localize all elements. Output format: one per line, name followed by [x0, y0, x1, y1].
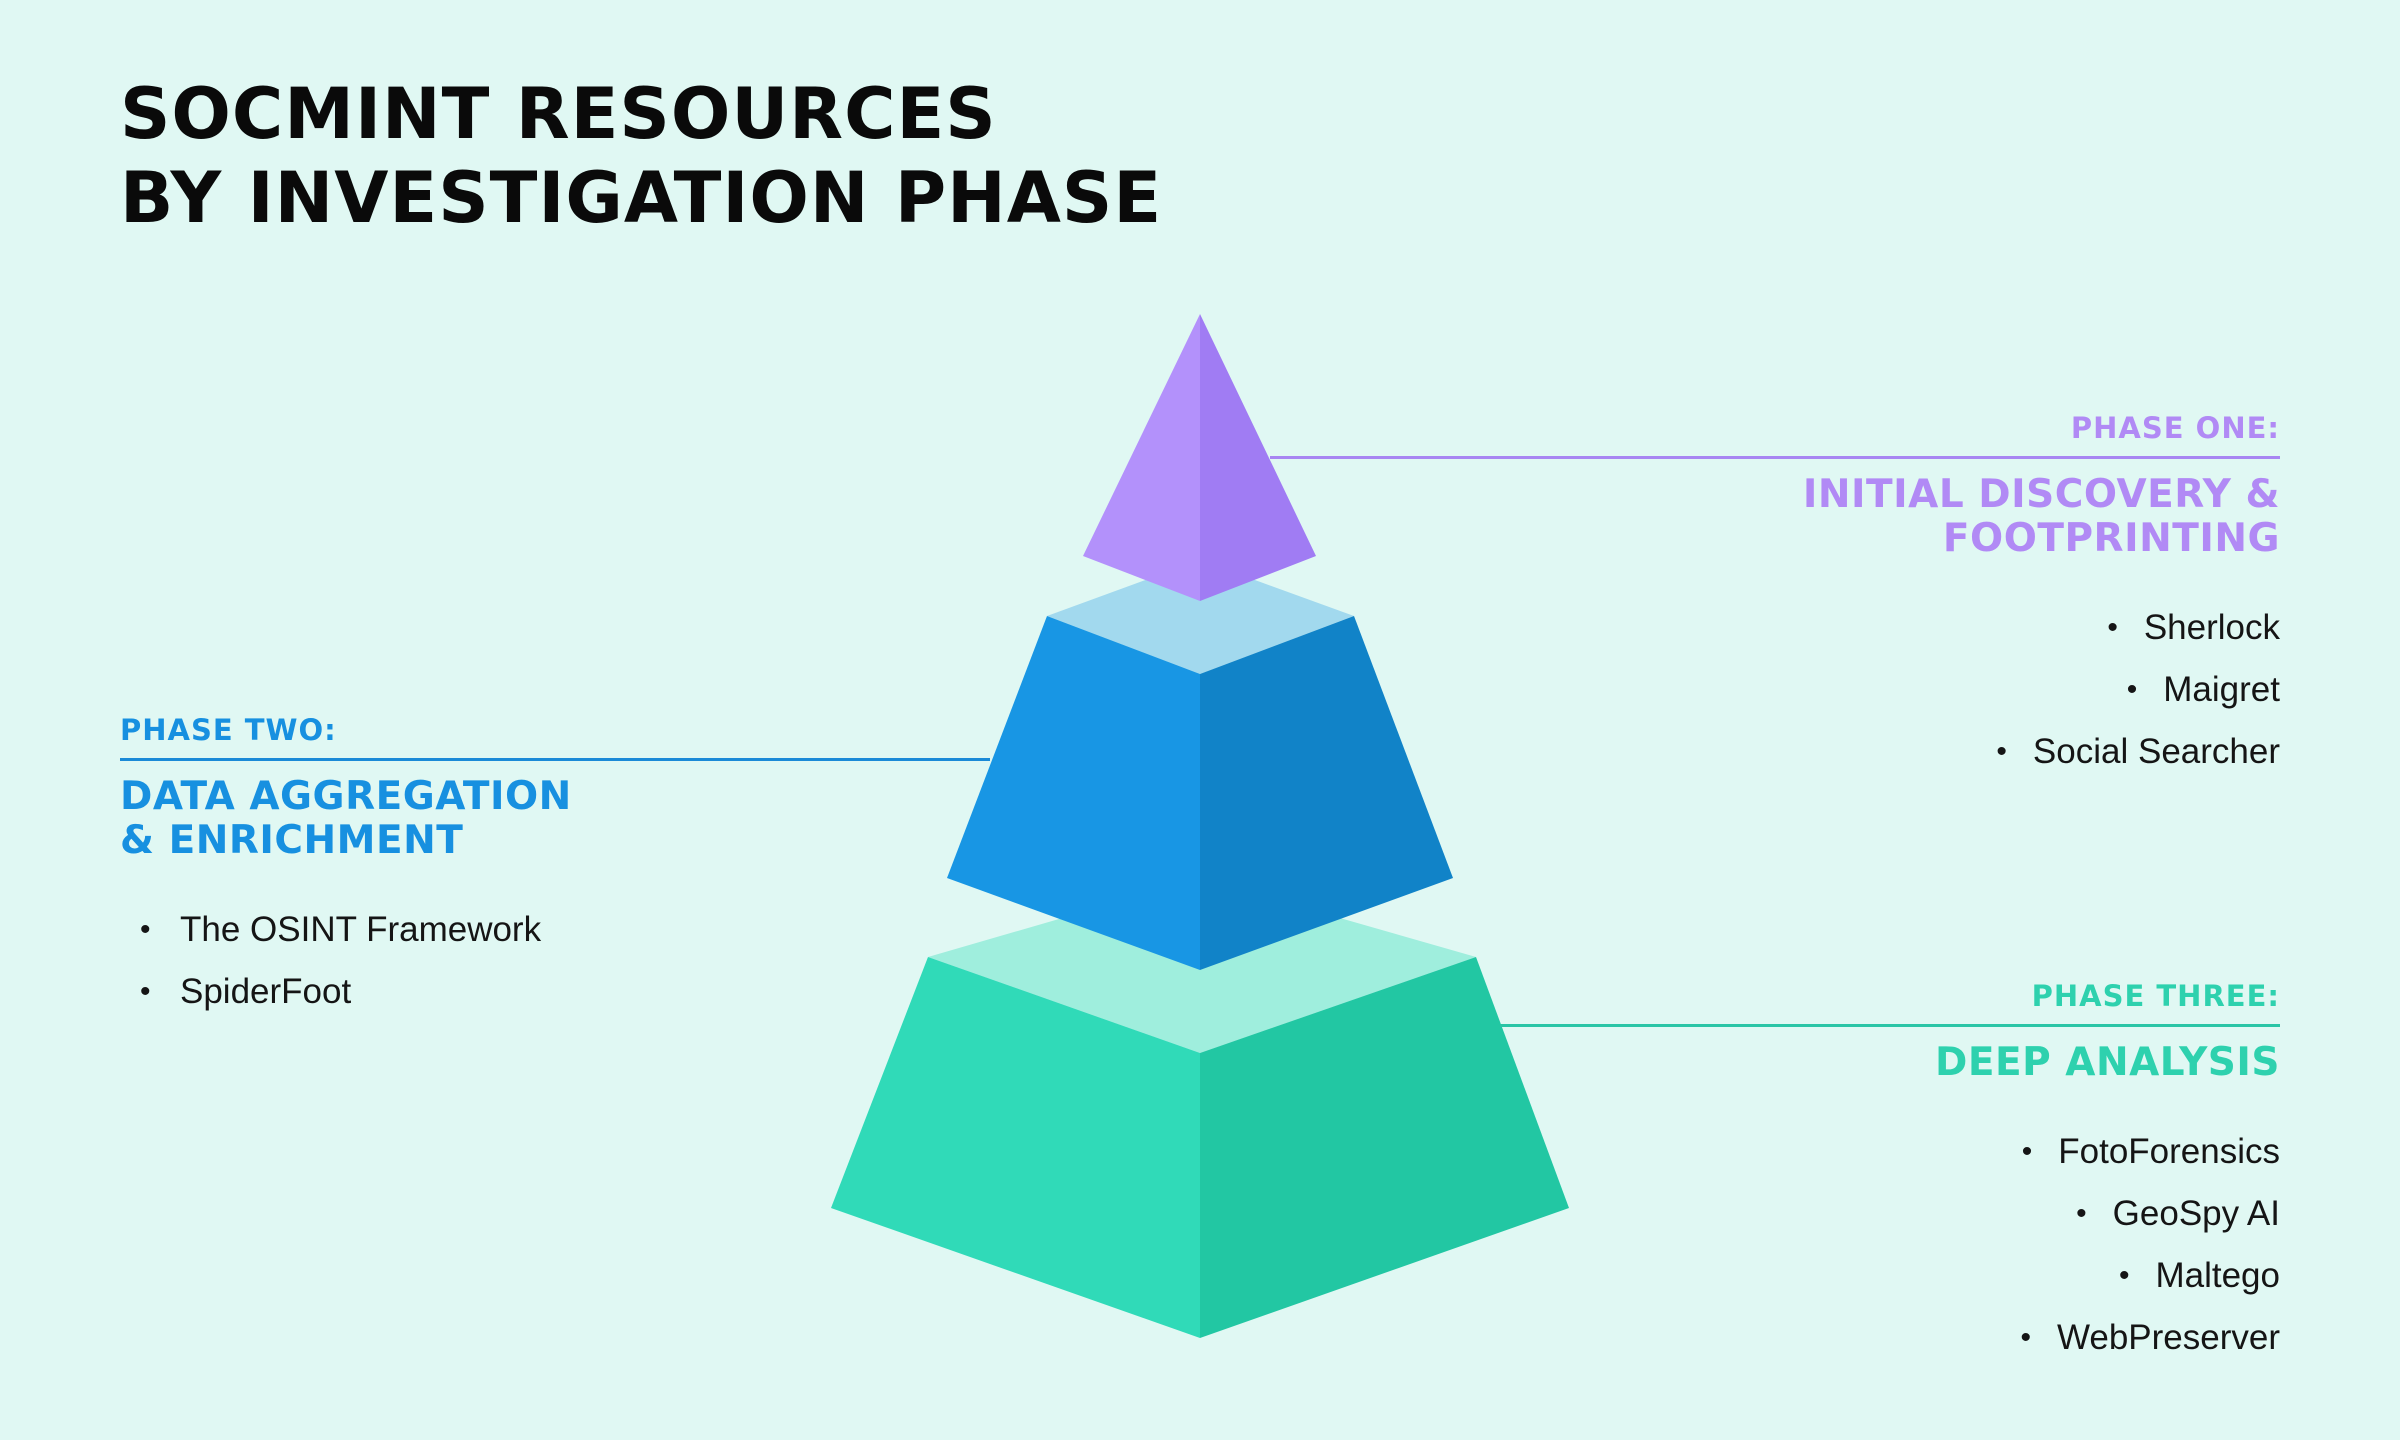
- phase-two-heading: DATA AGGREGATION & ENRICHMENT: [120, 775, 720, 863]
- phase-three-block: PHASE THREE: DEEP ANALYSIS FotoForensics…: [1500, 978, 2280, 1369]
- tool-item: GeoSpy AI: [1600, 1183, 2280, 1245]
- phase-three-tool-list: FotoForensics GeoSpy AI Maltego WebPrese…: [1600, 1121, 2280, 1369]
- tool-item: FotoForensics: [1600, 1121, 2280, 1183]
- phase-two-heading-line-1: DATA AGGREGATION: [120, 774, 572, 819]
- phase-three-heading-line-1: DEEP ANALYSIS: [1934, 1040, 2280, 1085]
- phase-two-label: PHASE TWO:: [120, 713, 337, 747]
- tier-three-left-face: [831, 957, 1200, 1338]
- phase-one-heading: INITIAL DISCOVERY & FOOTPRINTING: [1600, 473, 2280, 561]
- tool-item: Maigret: [1600, 659, 2280, 721]
- title-line-2: BY INVESTIGATION PHASE: [120, 157, 1163, 239]
- page-title: SOCMINT RESOURCES BY INVESTIGATION PHASE: [120, 72, 1162, 240]
- tier-two-right-face: [1200, 616, 1453, 970]
- tool-item: The OSINT Framework: [120, 899, 720, 961]
- phase-two-tool-list: The OSINT Framework SpiderFoot: [120, 899, 720, 1023]
- tier-three-right-face: [1200, 957, 1569, 1338]
- phase-two-connector-line: [120, 758, 990, 761]
- tier-two-left-face: [947, 616, 1200, 970]
- tier-one-left-face: [1083, 314, 1200, 601]
- phase-three-label: PHASE THREE:: [2031, 979, 2280, 1013]
- tool-item: SpiderFoot: [120, 961, 720, 1023]
- tool-item: Sherlock: [1600, 597, 2280, 659]
- title-line-1: SOCMINT RESOURCES: [120, 73, 997, 155]
- phase-one-connector-line: [1270, 456, 2280, 459]
- phase-one-block: PHASE ONE: INITIAL DISCOVERY & FOOTPRINT…: [1270, 410, 2280, 783]
- tool-item: Maltego: [1600, 1245, 2280, 1307]
- tier-one-right-face: [1200, 314, 1316, 601]
- tool-item: Social Searcher: [1600, 721, 2280, 783]
- phase-two-heading-line-2: & ENRICHMENT: [120, 818, 464, 863]
- pyramid-tier-phase-two: [947, 560, 1453, 970]
- phase-one-heading-line-2: FOOTPRINTING: [1942, 516, 2280, 561]
- tier-two-top-face: [1047, 560, 1354, 674]
- tool-item: WebPreserver: [1600, 1307, 2280, 1369]
- phase-one-tool-list: Sherlock Maigret Social Searcher: [1600, 597, 2280, 783]
- pyramid-tier-phase-one: [1083, 314, 1316, 601]
- phase-one-label: PHASE ONE:: [2070, 411, 2280, 445]
- phase-two-block: PHASE TWO: DATA AGGREGATION & ENRICHMENT…: [120, 712, 990, 1023]
- phase-three-heading: DEEP ANALYSIS: [1600, 1041, 2280, 1085]
- phase-three-connector-line: [1500, 1024, 2280, 1027]
- phase-one-heading-line-1: INITIAL DISCOVERY &: [1802, 472, 2280, 517]
